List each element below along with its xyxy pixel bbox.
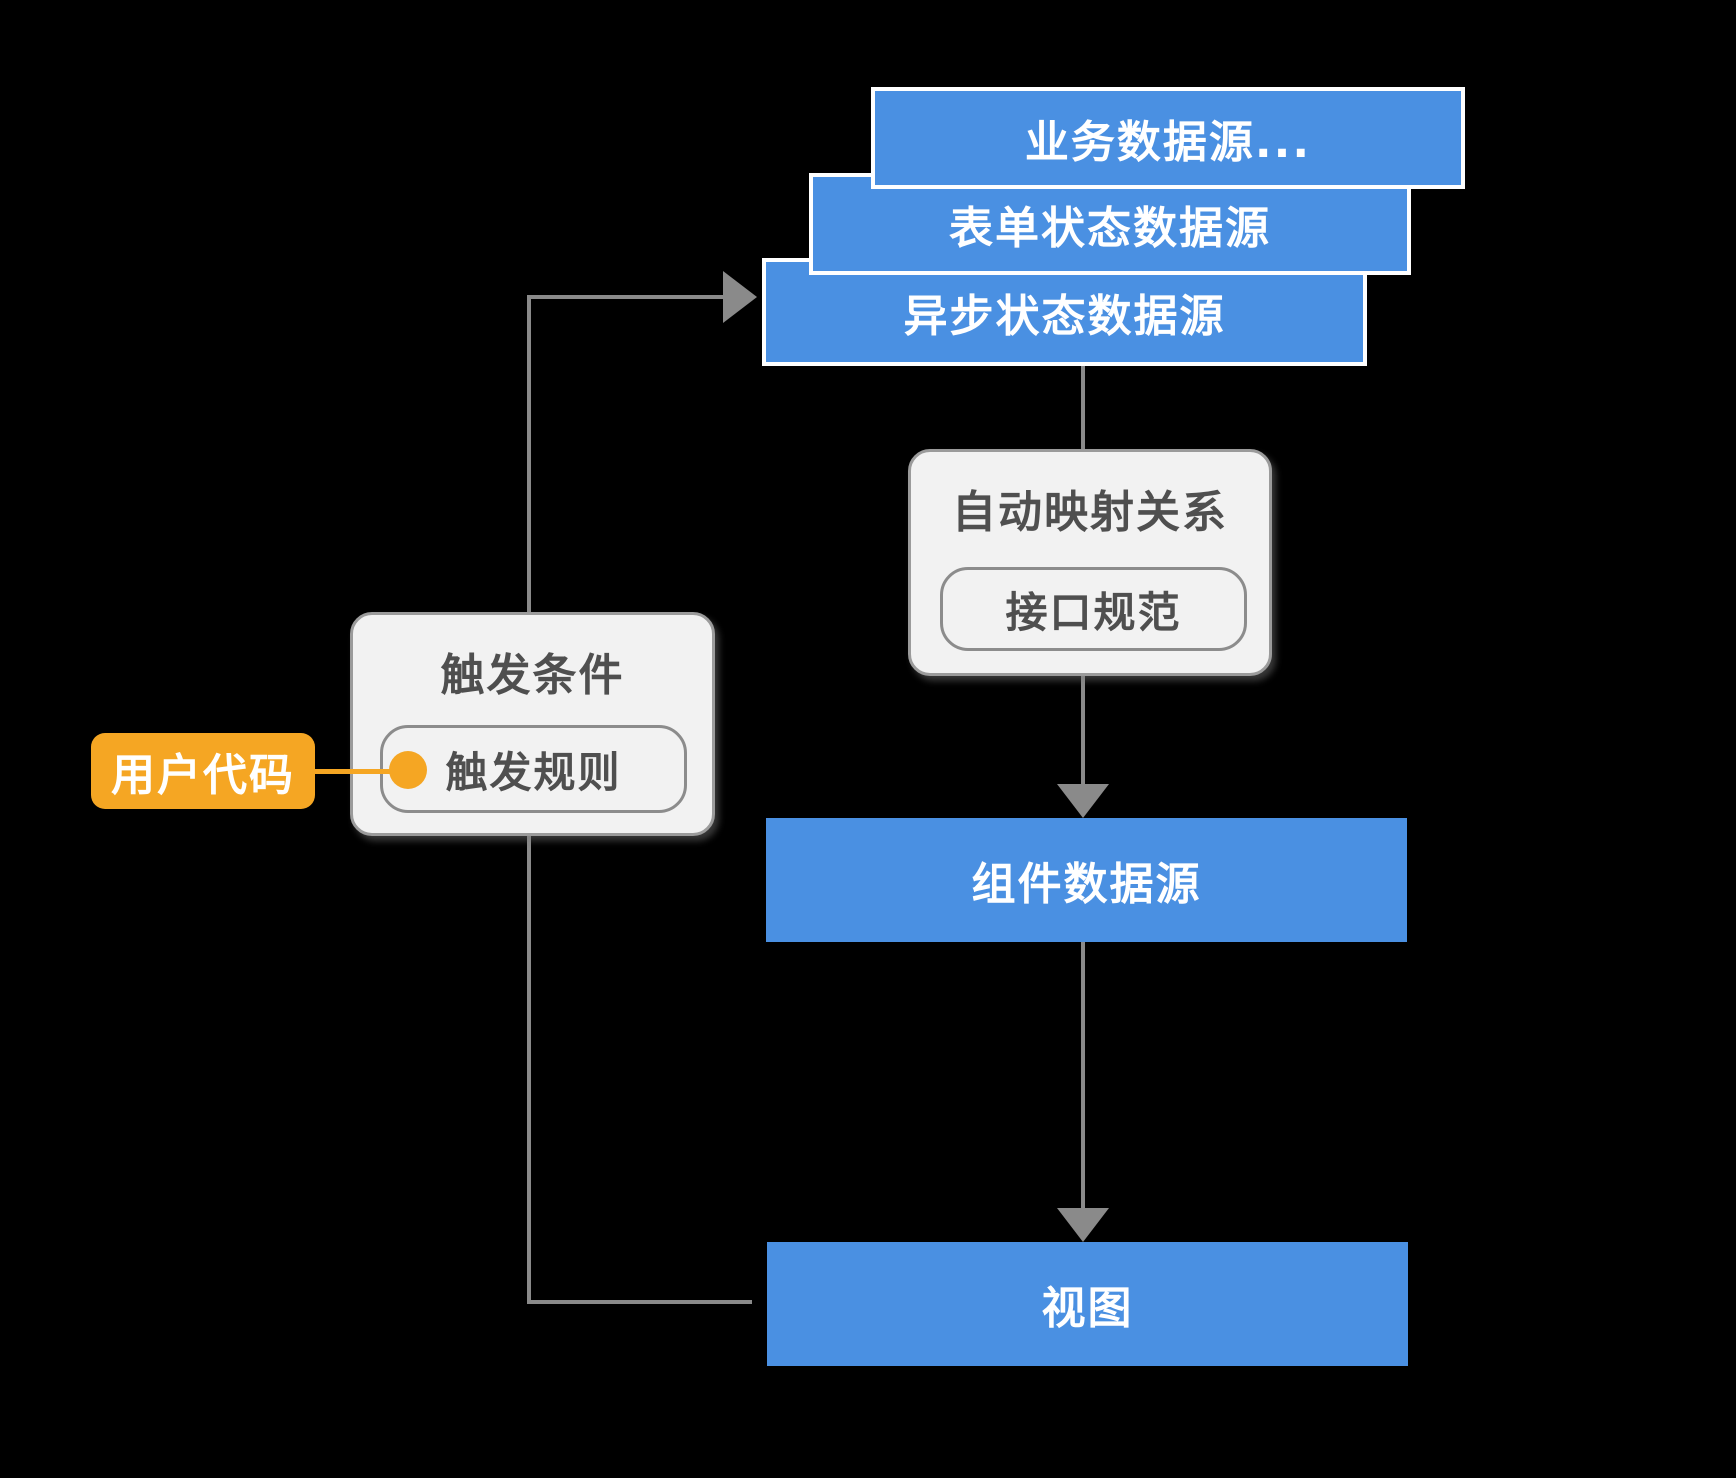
connector-component-to-view (1081, 942, 1085, 1208)
auto-mapping-title: 自动映射关系 (952, 487, 1228, 538)
chip-interface-spec: 接口规范 (940, 567, 1247, 651)
arrowhead-into-component-icon (1057, 784, 1109, 818)
connector-trigger-down (527, 836, 531, 1304)
arrowhead-into-view-icon (1057, 1208, 1109, 1242)
connector-stack-to-mapping (1081, 365, 1085, 449)
connector-mapping-to-component (1081, 676, 1085, 786)
node-business-data-source: 业务数据源... (871, 87, 1465, 189)
node-auto-mapping: 自动映射关系 接口规范 (908, 449, 1272, 676)
node-user-code: 用户代码 (91, 733, 315, 809)
arrowhead-into-async-icon (723, 271, 757, 323)
node-component-data-source: 组件数据源 (766, 818, 1407, 942)
trigger-condition-title: 触发条件 (440, 650, 625, 701)
node-trigger-condition: 触发条件 触发规则 (350, 612, 715, 836)
node-form-state-data-source: 表单状态数据源 (809, 173, 1411, 275)
node-async-state-data-source: 异步状态数据源 (762, 258, 1367, 366)
connector-user-code (315, 769, 407, 774)
connector-trigger-up (527, 297, 531, 612)
chip-trigger-rule: 触发规则 (380, 725, 687, 813)
connector-trigger-to-view (527, 1300, 752, 1304)
node-view: 视图 (767, 1242, 1408, 1366)
connector-trigger-to-async (527, 295, 723, 299)
